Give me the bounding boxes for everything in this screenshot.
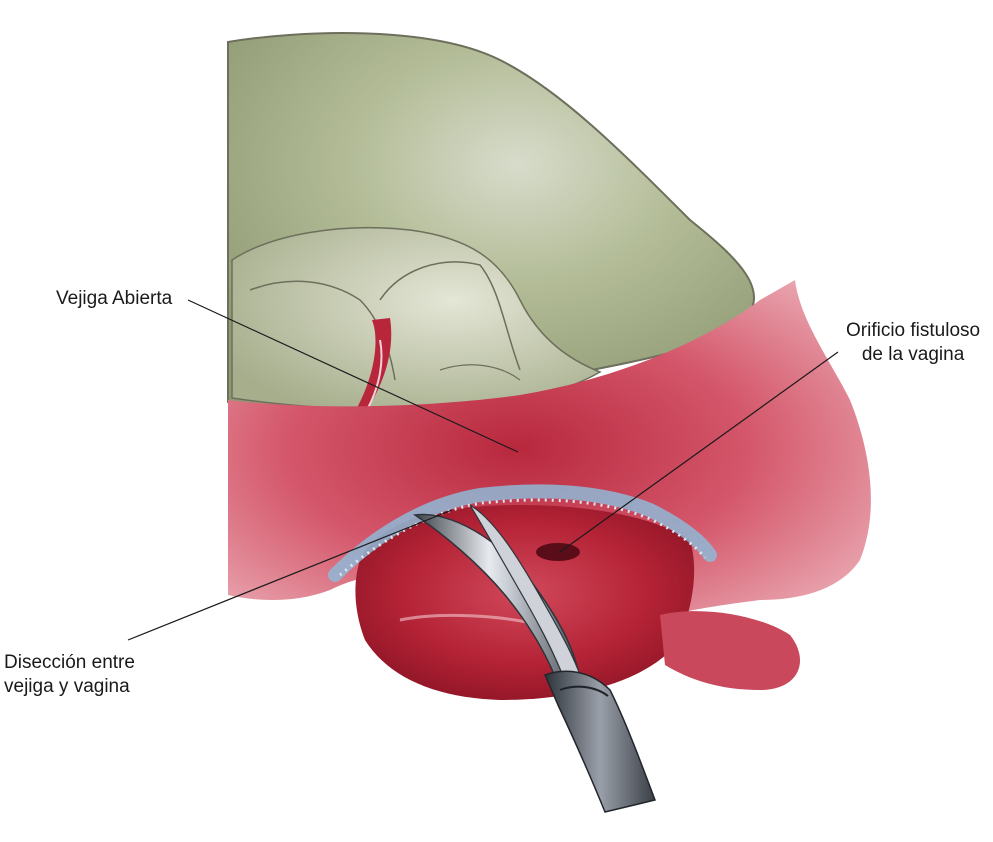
tissue-flap [660, 611, 800, 690]
scissors-handle [543, 670, 657, 813]
leader-line-orificio [559, 351, 839, 553]
label-vejiga-text: Vejiga Abierta [56, 288, 173, 309]
label-orificio-line1: Orificio fistuloso [846, 320, 981, 341]
bladder-fold-line [379, 261, 521, 371]
label-orificio-line2: de la vagina [861, 344, 965, 365]
leader-line-diseccion [127, 509, 453, 641]
scissors-joint [559, 685, 609, 697]
fascia-edge [328, 484, 717, 582]
fistula-opening [536, 543, 580, 561]
label-orificio-fistuloso: Orificio fistuloso de la vagina [846, 319, 980, 367]
label-vejiga-abierta: Vejiga Abierta [56, 287, 172, 311]
label-diseccion: Disección entre vejiga y vagina [4, 651, 135, 699]
fascia-edge-inner [339, 498, 707, 577]
bladder-incision-highlight [367, 339, 383, 409]
label-diseccion-line2: vejiga y vagina [4, 676, 130, 697]
leader-line-vejiga [187, 299, 519, 453]
label-diseccion-line1: Disección entre [4, 652, 135, 673]
bladder-fold-line-3 [439, 364, 521, 381]
